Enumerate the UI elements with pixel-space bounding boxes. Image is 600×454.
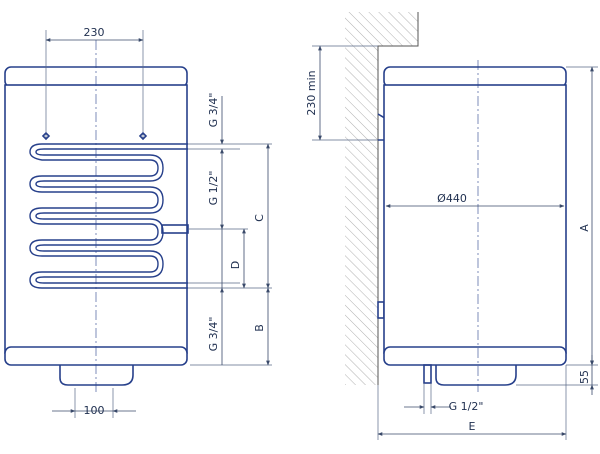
front-view: 230 100 G 3/4" G 1/2" G 3/4" D C B — [4, 26, 272, 418]
a-label: A — [578, 224, 591, 232]
e-label: E — [469, 420, 476, 433]
bottom-offset-label: 55 — [578, 370, 591, 384]
side-bottom-flange — [435, 365, 517, 386]
b-label: B — [253, 324, 266, 332]
heat-exchanger-coil — [29, 143, 188, 289]
bottom-width-label: 100 — [84, 404, 105, 417]
wall-min-label: 230 min — [305, 70, 318, 115]
outlet-pipe — [423, 364, 432, 384]
d-label: D — [229, 261, 242, 269]
coil-top-marker-left — [41, 131, 51, 141]
wall-edge — [377, 12, 419, 385]
middle-thread-label: G 1/2" — [207, 171, 220, 206]
wall-hatch — [345, 12, 418, 385]
diameter-label: Ø440 — [437, 192, 467, 205]
outlet-thread-label: G 1/2" — [449, 400, 484, 413]
side-bottom-cap — [383, 346, 567, 366]
side-top-cap — [383, 66, 567, 88]
lower-bracket — [377, 301, 385, 319]
bottom-thread-label: G 3/4" — [207, 317, 220, 352]
top-thread-label: G 3/4" — [207, 93, 220, 128]
c-label: C — [253, 214, 266, 222]
side-view: 230 min Ø440 A 55 G 1/2" E — [305, 12, 598, 440]
coil-spacing-label: 230 — [84, 26, 105, 39]
bottom-flange — [59, 365, 134, 386]
coil-top-marker-right — [138, 131, 148, 141]
side-tank-body — [383, 84, 567, 354]
coil-inner-wall — [35, 148, 188, 284]
